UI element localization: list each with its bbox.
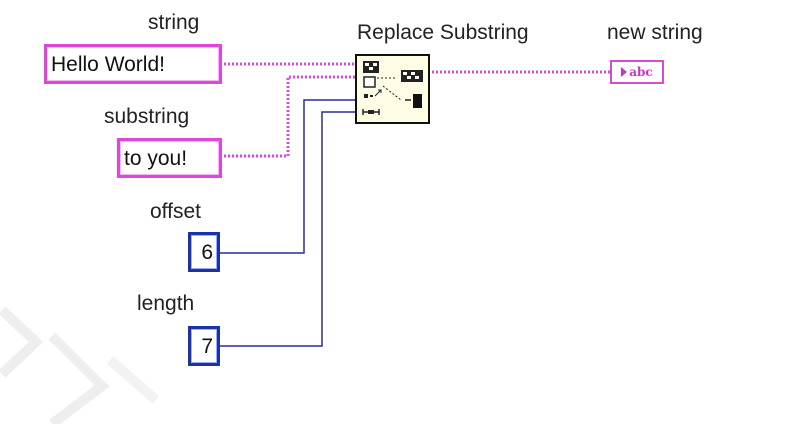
string-label: string: [148, 11, 200, 34]
offset-wire[interactable]: [220, 99, 355, 254]
offset-value[interactable]: 6: [201, 240, 213, 264]
offset-label: offset: [150, 200, 201, 223]
replace-substring-node[interactable]: [355, 54, 430, 124]
substring-value[interactable]: to you!: [124, 146, 188, 170]
length-value[interactable]: 7: [201, 334, 213, 358]
substring-wire[interactable]: [220, 75, 355, 158]
substring-label: substring: [104, 105, 190, 128]
output-label: new string: [607, 21, 703, 44]
offset-control[interactable]: 6: [188, 232, 220, 272]
string-control[interactable]: Hello World!: [44, 44, 222, 84]
new-string-display: abc: [629, 65, 653, 79]
indicator-arrow-icon: [621, 67, 628, 77]
function-label: Replace Substring: [357, 21, 529, 44]
watermark-chevrons: [0, 306, 160, 424]
string-value[interactable]: Hello World!: [51, 52, 165, 76]
replace-substring-icon: [362, 61, 423, 115]
new-string-indicator[interactable]: abc: [610, 60, 664, 84]
substring-control[interactable]: to you!: [117, 138, 222, 178]
length-control[interactable]: 7: [188, 326, 220, 366]
length-label: length: [137, 292, 195, 315]
length-wire[interactable]: [220, 111, 355, 347]
